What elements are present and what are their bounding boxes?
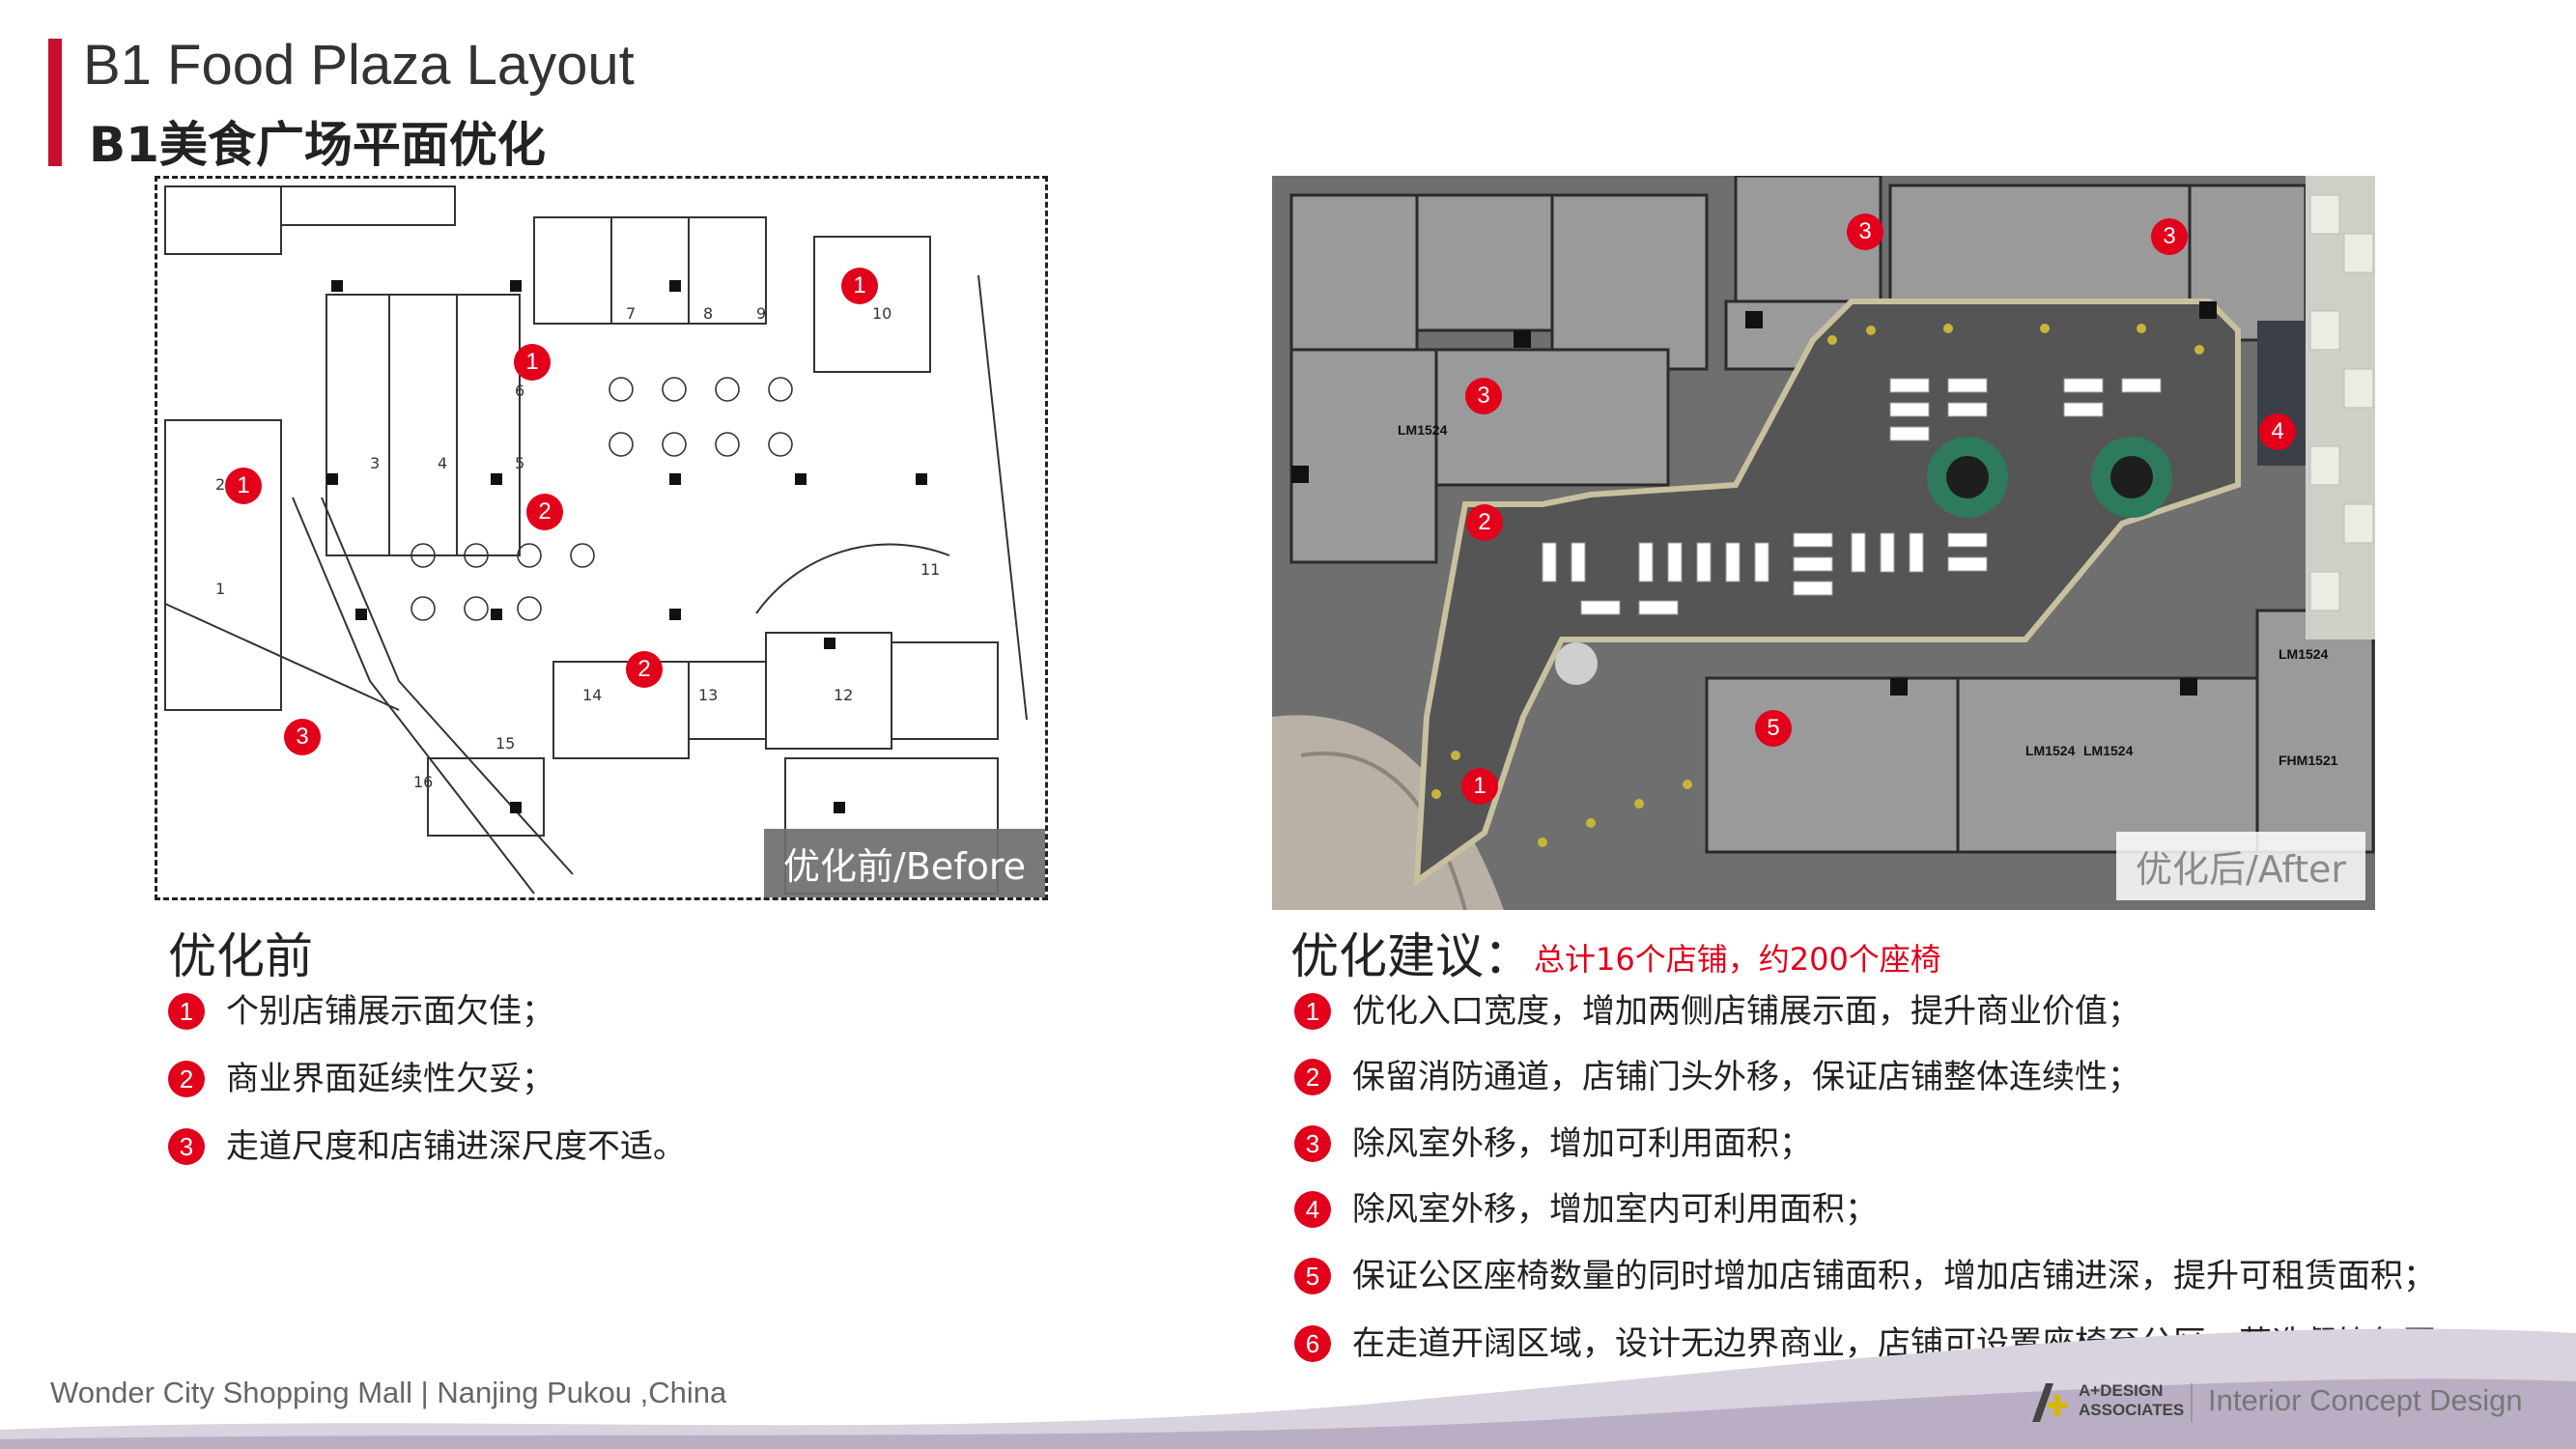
after-marker-3b: 3 <box>1847 213 1883 250</box>
before-room-15: 15 <box>495 734 515 753</box>
list-number-badge: 3 <box>1294 1125 1331 1162</box>
logo-wordmark: A+DESIGN ASSOCIATES <box>2079 1381 2194 1420</box>
list-item-text: 个别店铺展示面欠佳； <box>226 992 554 1031</box>
before-marker-2b: 2 <box>626 651 663 688</box>
footer-wave <box>0 1328 2576 1449</box>
before-room-4: 4 <box>438 454 447 472</box>
after-marker-2: 2 <box>1466 504 1503 541</box>
before-marker-1b: 1 <box>514 344 551 381</box>
after-tag-lm1524-d: LM1524 <box>2279 646 2329 662</box>
list-number-badge: 3 <box>168 1128 205 1165</box>
before-room-1: 1 <box>215 580 225 598</box>
before-room-13: 13 <box>698 686 718 704</box>
before-room-12: 12 <box>834 686 853 704</box>
before-room-2: 2 <box>215 475 225 494</box>
before-room-10: 10 <box>872 304 892 323</box>
before-room-14: 14 <box>582 686 602 704</box>
list-item-text: 保证公区座椅数量的同时增加店铺面积，增加店铺进深，提升可租赁面积； <box>1352 1257 2436 1295</box>
before-image-label: 优化前/Before <box>763 829 1045 897</box>
before-floor-plan: 1 2 3 4 5 6 7 8 9 10 11 12 13 14 15 16 1… <box>155 176 1048 900</box>
before-plan-drawing: 1 2 3 4 5 6 7 8 9 10 11 12 13 14 15 16 <box>164 185 1028 895</box>
before-marker-1a: 1 <box>841 268 878 304</box>
list-number-badge: 5 <box>1294 1258 1331 1294</box>
list-number-badge: 1 <box>168 993 205 1030</box>
before-marker-3: 3 <box>284 719 321 755</box>
before-marker-2a: 2 <box>526 494 563 530</box>
before-room-3: 3 <box>370 454 380 472</box>
after-marker-3c: 3 <box>2151 218 2188 255</box>
list-item-text: 优化入口宽度，增加两侧店铺展示面，提升商业价值； <box>1352 992 2140 1031</box>
after-image-label: 优化后/After <box>2115 832 2365 900</box>
after-section-title: 优化建议： <box>1290 928 1532 984</box>
after-floor-plan: LM1524 LM1524 LM1524 LM1524 FHM1521 1 2 … <box>1272 176 2375 910</box>
after-marker-3a: 3 <box>1465 378 1502 414</box>
before-room-6: 6 <box>515 382 524 400</box>
after-plan-drawing: LM1524 LM1524 LM1524 LM1524 FHM1521 <box>1272 176 2375 910</box>
page-title-en: B1 Food Plaza Layout <box>83 34 635 97</box>
before-section-title: 优化前 <box>168 928 313 984</box>
list-number-badge: 2 <box>168 1061 205 1097</box>
list-item-text: 商业界面延续性欠妥； <box>226 1060 554 1098</box>
before-room-8: 8 <box>703 304 713 323</box>
list-number-badge: 2 <box>1294 1059 1331 1095</box>
after-tag-lm1524-a: LM1524 <box>1398 422 1448 438</box>
after-tag-lm1524-c: LM1524 <box>2083 743 2134 758</box>
list-item-text: 走道尺度和店铺进深尺度不适。 <box>226 1127 686 1166</box>
before-room-7: 7 <box>626 304 636 323</box>
list-item-text: 保留消防通道，店铺门头外移，保证店铺整体连续性； <box>1352 1058 2140 1096</box>
before-room-9: 9 <box>756 304 766 323</box>
footer-tagline: Interior Concept Design <box>2208 1383 2523 1417</box>
footer-location: Wonder City Shopping Mall | Nanjing Puko… <box>50 1376 727 1409</box>
before-marker-1c: 1 <box>225 468 262 504</box>
list-number-badge: 1 <box>1294 993 1331 1030</box>
list-number-badge: 4 <box>1294 1191 1331 1228</box>
before-room-5: 5 <box>515 454 524 472</box>
after-marker-5: 5 <box>1755 710 1792 747</box>
after-tag-fhm1521: FHM1521 <box>2279 753 2338 768</box>
logo-line-1: A+DESIGN <box>2079 1381 2164 1400</box>
logo-mark-icon <box>2032 1383 2067 1422</box>
page-title-zh: B1美食广场平面优化 <box>89 117 546 173</box>
list-item-text: 除风室外移，增加可利用面积； <box>1352 1124 1812 1163</box>
before-room-11: 11 <box>920 560 940 579</box>
logo-divider <box>2191 1383 2193 1422</box>
before-room-16: 16 <box>413 773 433 791</box>
title-accent-bar <box>48 39 62 166</box>
after-tag-lm1524-b: LM1524 <box>2025 743 2076 758</box>
list-number-badge: 6 <box>1294 1325 1331 1362</box>
after-section-summary: 总计16个店铺，约200个座椅 <box>1534 941 1941 978</box>
list-item-text: 除风室外移，增加室内可利用面积； <box>1352 1190 1878 1229</box>
after-marker-4: 4 <box>2259 413 2296 450</box>
after-marker-1: 1 <box>1461 768 1498 805</box>
logo-line-2: ASSOCIATES <box>2079 1401 2185 1419</box>
company-logo: A+DESIGN ASSOCIATES Interior Concept Des… <box>2028 1379 2523 1430</box>
